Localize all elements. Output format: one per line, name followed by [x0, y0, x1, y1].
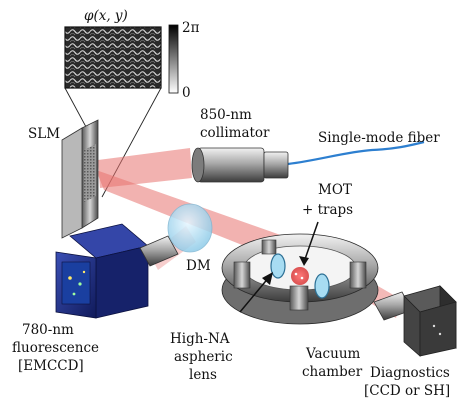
- collimator-label-line2: collimator: [200, 125, 270, 141]
- diagnostics-spot: [432, 324, 436, 328]
- diagnostics-camera: Diagnostics [CCD or SH]: [364, 285, 457, 399]
- aspheric-lens-left: [270, 253, 286, 279]
- slm-front: [61, 127, 83, 239]
- diagnostics-spot: [438, 332, 442, 336]
- diagnostics-front: [419, 301, 457, 357]
- chamber-pillar: [233, 261, 251, 289]
- vacuum-chamber: Vacuum chamber: [221, 233, 379, 380]
- emccd-objective: [139, 235, 179, 267]
- lens-label-line1: High-NA: [170, 331, 230, 347]
- lens-arrow-head: [262, 272, 273, 285]
- fluorescence-label-line3: [EMCCD]: [18, 358, 84, 374]
- fluorescence-label-line1: 780-nm: [22, 322, 74, 338]
- dm-label: DM: [186, 258, 211, 274]
- emccd-camera: 780-nm fluorescence [EMCCD]: [12, 223, 179, 374]
- phase-colorbar: [168, 24, 179, 94]
- collimator-body: [197, 147, 265, 183]
- colorbar-max-label: 2π: [182, 20, 200, 36]
- lens-annotation: High-NA aspheric lens: [170, 272, 273, 383]
- phase-panel-title: φ(x, y): [84, 8, 128, 24]
- slm-pixel-array: [84, 144, 96, 202]
- trap-site: [300, 276, 304, 280]
- mot-label-line2: + traps: [302, 202, 353, 218]
- single-mode-fiber: [287, 140, 425, 166]
- diagnostics-label-line1: Diagnostics: [370, 365, 450, 381]
- emccd-side: [95, 245, 149, 319]
- lens-label-line2: aspheric: [174, 349, 233, 365]
- colorbar-min-label: 0: [182, 85, 191, 101]
- chamber-pillar: [349, 261, 367, 289]
- collimator-lens: [191, 147, 205, 183]
- collimator-label-line1: 850-nm: [200, 107, 252, 123]
- fluorescence-label-line2: fluorescence: [12, 340, 99, 356]
- fluorescence-spot: [72, 292, 76, 296]
- fluorescence-spot: [68, 276, 72, 280]
- diagnostics-label-line2: [CCD or SH]: [364, 383, 450, 399]
- mot-arrow-line: [303, 221, 319, 263]
- chamber-pillar: [289, 285, 309, 311]
- aspheric-lens-right: [314, 273, 330, 299]
- lens-arrow-line: [239, 275, 271, 313]
- emccd-screen: [61, 261, 91, 305]
- phase-pattern-image: [64, 26, 162, 89]
- slm-label: SLM: [28, 126, 60, 142]
- collimator-assembly: 850-nm collimator Single-mode fiber: [191, 107, 440, 183]
- fiber-label: Single-mode fiber: [318, 130, 440, 146]
- dichroic-mirror-disk: [167, 203, 213, 253]
- chamber-label-line2: chamber: [302, 364, 363, 380]
- mot-annotation: MOT + traps: [299, 182, 353, 266]
- slm-device: SLM: [28, 119, 99, 239]
- trap-site: [294, 272, 298, 276]
- collimator-back: [263, 151, 289, 179]
- dichroic-mirror: DM: [167, 203, 213, 274]
- chamber-label-line1: Vacuum: [305, 346, 361, 362]
- chamber-pillar: [261, 239, 277, 255]
- fluorescence-spot: [78, 282, 82, 286]
- beam-collimator-to-slm: [98, 148, 192, 188]
- mot-cloud: [291, 267, 309, 285]
- lens-label-line3: lens: [189, 367, 217, 383]
- mot-arrow-head: [299, 256, 309, 266]
- phase-pattern-panel: φ(x, y) 2π 0: [64, 8, 200, 198]
- fluorescence-spot: [82, 270, 86, 274]
- mot-label-line1: MOT: [318, 182, 352, 198]
